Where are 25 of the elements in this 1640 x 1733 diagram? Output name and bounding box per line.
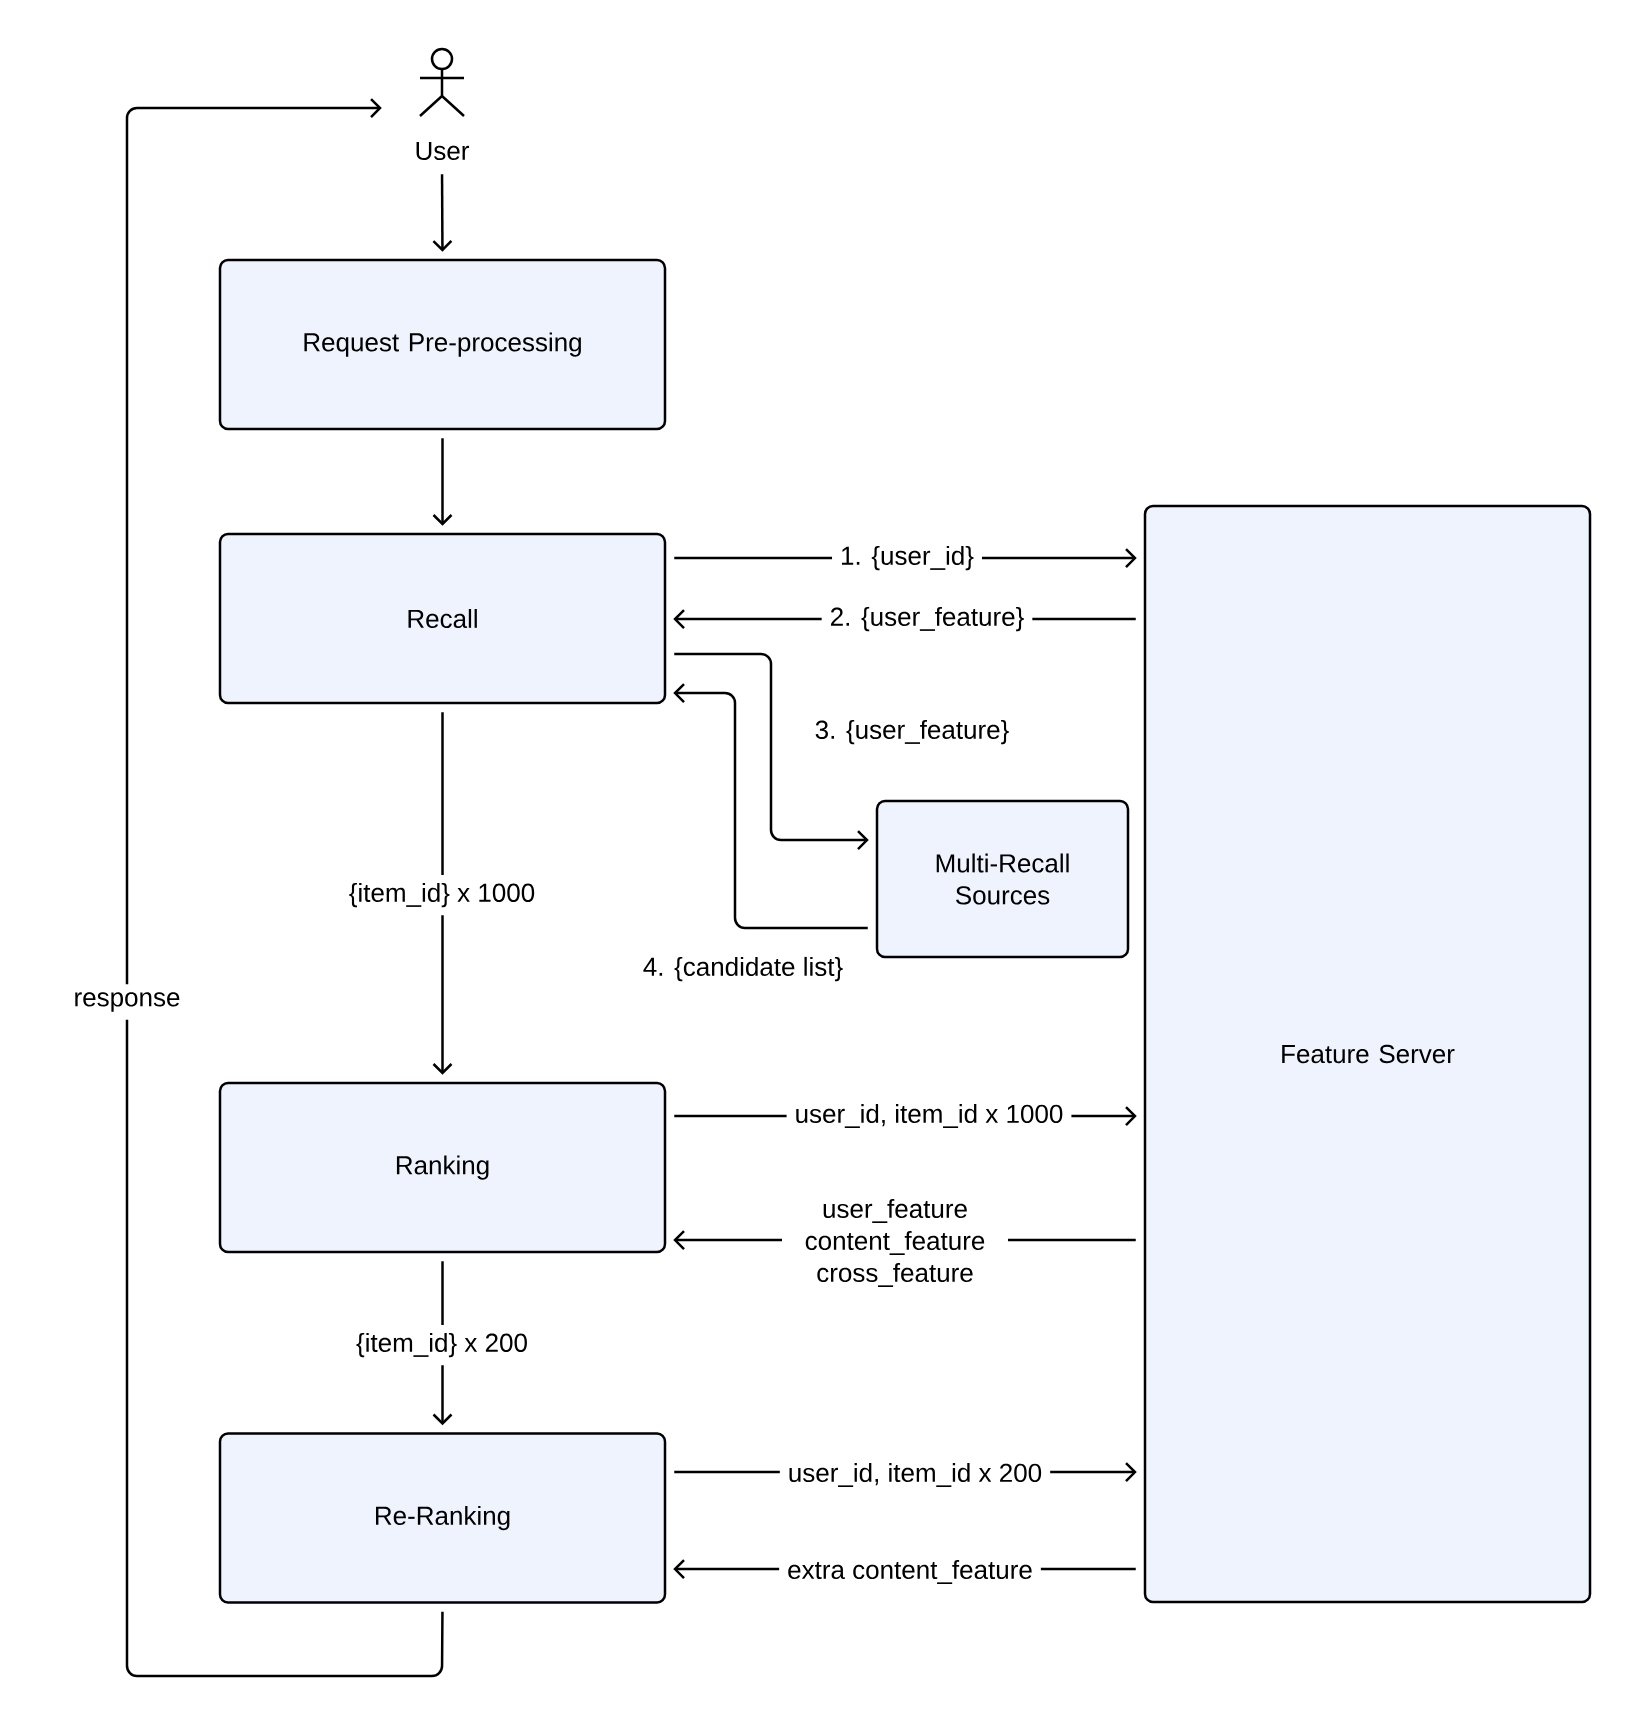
- process-box: Feature Server: [1143, 504, 1592, 1604]
- edge-label: response: [65, 984, 189, 1020]
- edge-label: user_id, item_id x 1000: [786, 1096, 1072, 1136]
- process-box: Ranking: [218, 1081, 667, 1254]
- edge-label: 1. {user_id}: [832, 537, 982, 579]
- edge-label: 3. {user_feature}: [806, 711, 1018, 753]
- edge-label: {item_id} x 200: [348, 1324, 536, 1366]
- arrow: [432, 438, 453, 526]
- arrow: [673, 683, 868, 930]
- node-label: User: [416, 141, 470, 161]
- arrow: [432, 712, 453, 1075]
- edge-label: 4. {candidate list}: [634, 948, 852, 990]
- user-figure: User: [416, 47, 469, 161]
- edge-label: 2. {user_feature}: [821, 598, 1033, 640]
- edge-label: user_feature content_feature cross_feature: [782, 1191, 1008, 1295]
- process-box: Re-Ranking: [218, 1432, 667, 1604]
- arrow: [674, 652, 869, 850]
- process-box: Request Pre-processing: [218, 258, 667, 431]
- edge-label: {item_id} x 1000: [340, 874, 544, 916]
- edge-label: user_id, item_id x 200: [779, 1455, 1051, 1495]
- arrow: [432, 174, 453, 252]
- edge-label: extra content_feature: [779, 1552, 1041, 1592]
- process-box: Recall: [218, 532, 667, 705]
- process-box: Multi-Recall Sources: [875, 799, 1130, 959]
- arrow: [125, 98, 444, 1678]
